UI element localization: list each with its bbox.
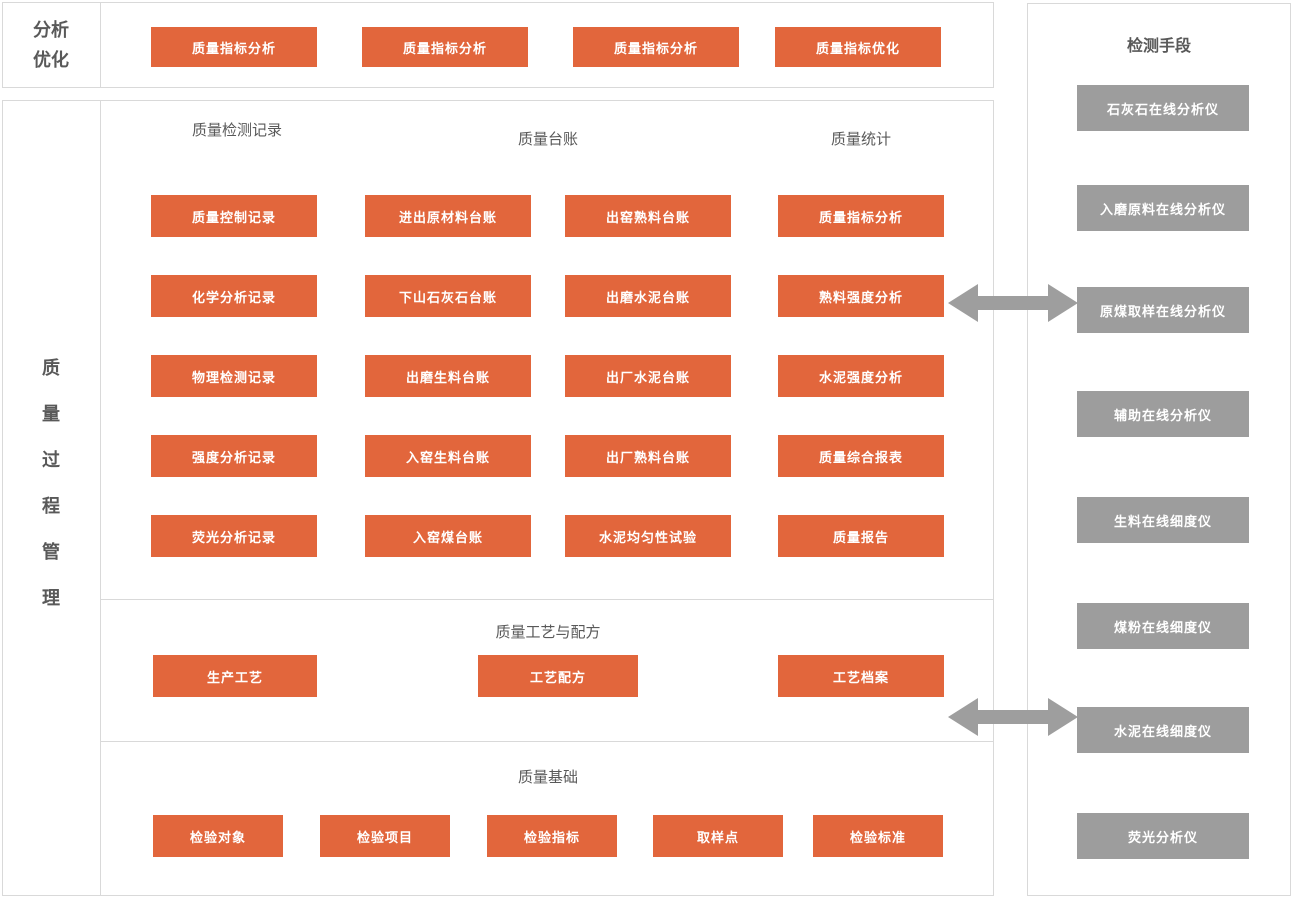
kiln-coal-ledger-button[interactable]: 入窑煤台账	[365, 515, 531, 557]
process-band-label: 质量过程管理	[42, 358, 60, 608]
raw-coal-sampling-online-analyzer-button[interactable]: 原煤取样在线分析仪	[1077, 287, 1249, 333]
quality-indicator-analysis-stat-button[interactable]: 质量指标分析	[778, 195, 944, 237]
quality-control-record-button[interactable]: 质量控制记录	[151, 195, 317, 237]
analysis-band-label: 分析优化	[33, 20, 69, 70]
raw-meal-online-fineness-button[interactable]: 生料在线细度仪	[1077, 497, 1249, 543]
auxiliary-online-analyzer-button[interactable]: 辅助在线分析仪	[1077, 391, 1249, 437]
records-process-divider	[101, 599, 994, 600]
quality-indicator-analysis-button-1[interactable]: 质量指标分析	[151, 27, 317, 67]
cement-exfactory-ledger-button[interactable]: 出厂水泥台账	[565, 355, 731, 397]
quality-report-button[interactable]: 质量报告	[778, 515, 944, 557]
limestone-online-analyzer-button[interactable]: 石灰石在线分析仪	[1077, 85, 1249, 131]
process-basic-divider	[101, 741, 994, 742]
cement-online-fineness-button[interactable]: 水泥在线细度仪	[1077, 707, 1249, 753]
statistics-section-header: 质量统计	[830, 131, 891, 148]
clinker-outkiln-ledger-button[interactable]: 出窑熟料台账	[565, 195, 731, 237]
detection-panel-title: 检测手段	[1126, 38, 1191, 55]
clinker-exfactory-ledger-button[interactable]: 出厂熟料台账	[565, 435, 731, 477]
process-formula-button[interactable]: 工艺配方	[478, 655, 638, 697]
cement-uniformity-test-button[interactable]: 水泥均匀性试验	[565, 515, 731, 557]
cement-strength-analysis-button[interactable]: 水泥强度分析	[778, 355, 944, 397]
inspection-indicator-button[interactable]: 检验指标	[487, 815, 617, 857]
double-arrow-icon-clinker-strength	[948, 284, 1078, 322]
process-formula-section-header: 质量工艺与配方	[495, 624, 601, 641]
quality-comprehensive-report-button[interactable]: 质量综合报表	[778, 435, 944, 477]
quality-indicator-optimize-button[interactable]: 质量指标优化	[775, 27, 941, 67]
basic-section-header: 质量基础	[517, 769, 578, 786]
process-band-divider	[100, 101, 101, 895]
inspection-item-button[interactable]: 检验项目	[320, 815, 450, 857]
quality-indicator-analysis-button-3[interactable]: 质量指标分析	[573, 27, 739, 67]
cement-outmill-ledger-button[interactable]: 出磨水泥台账	[565, 275, 731, 317]
inspection-standard-button[interactable]: 检验标准	[813, 815, 943, 857]
detection-panel	[1027, 3, 1291, 896]
quality-indicator-analysis-button-2[interactable]: 质量指标分析	[362, 27, 528, 67]
records-section-header: 质量检测记录	[191, 122, 282, 139]
inspection-object-button[interactable]: 检验对象	[153, 815, 283, 857]
clinker-strength-analysis-button[interactable]: 熟料强度分析	[778, 275, 944, 317]
raw-material-inout-ledger-button[interactable]: 进出原材料台账	[365, 195, 531, 237]
coal-powder-online-fineness-button[interactable]: 煤粉在线细度仪	[1077, 603, 1249, 649]
fluorescence-analyzer-button[interactable]: 荧光分析仪	[1077, 813, 1249, 859]
sampling-point-button[interactable]: 取样点	[653, 815, 783, 857]
chemical-analysis-record-button[interactable]: 化学分析记录	[151, 275, 317, 317]
production-process-button[interactable]: 生产工艺	[153, 655, 317, 697]
limestone-downhill-ledger-button[interactable]: 下山石灰石台账	[365, 275, 531, 317]
analysis-band-divider	[100, 3, 101, 87]
physical-test-record-button[interactable]: 物理检测记录	[151, 355, 317, 397]
process-archive-button[interactable]: 工艺档案	[778, 655, 944, 697]
ledger-section-header: 质量台账	[517, 131, 578, 148]
strength-analysis-record-button[interactable]: 强度分析记录	[151, 435, 317, 477]
mill-feed-raw-online-analyzer-button[interactable]: 入磨原料在线分析仪	[1077, 185, 1249, 231]
kiln-feed-ledger-button[interactable]: 入窑生料台账	[365, 435, 531, 477]
raw-meal-outmill-ledger-button[interactable]: 出磨生料台账	[365, 355, 531, 397]
fluorescence-analysis-record-button[interactable]: 荧光分析记录	[151, 515, 317, 557]
double-arrow-icon-process-archive	[948, 698, 1078, 736]
